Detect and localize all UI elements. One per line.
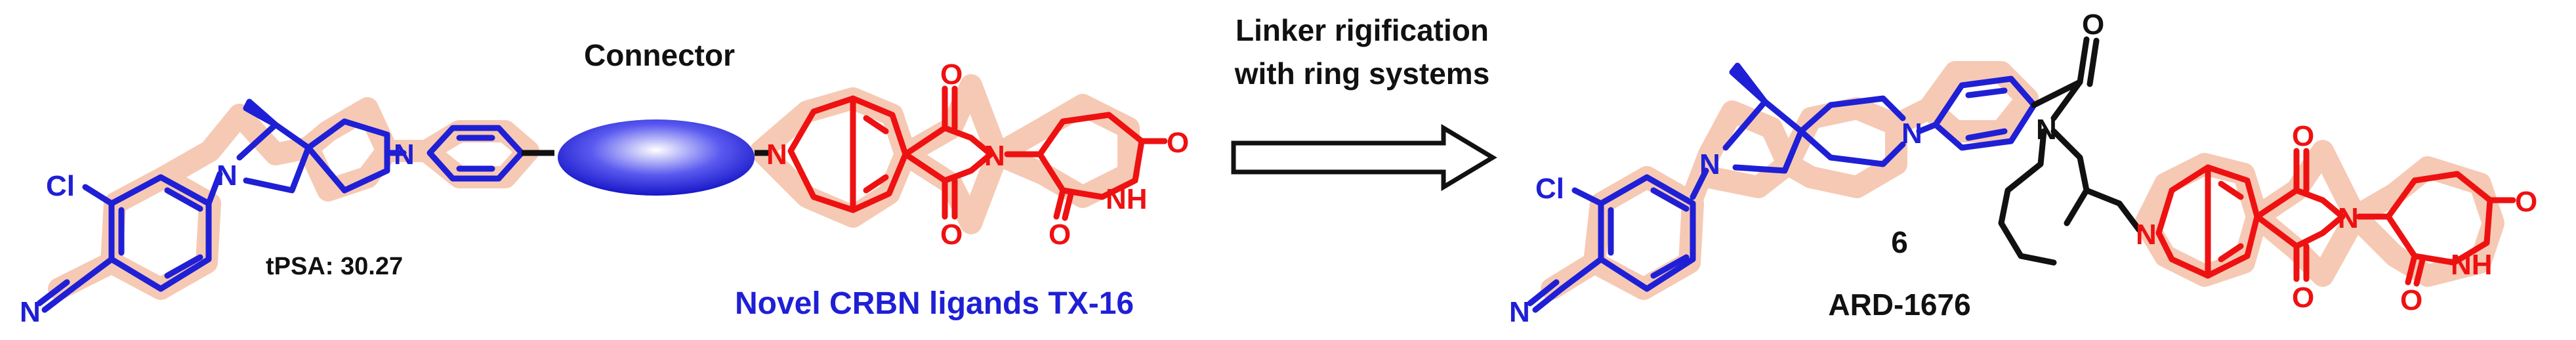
left-molecule: Cl N N N N N O O O O NH	[20, 58, 1189, 328]
compound-name: ARD-1676	[1828, 287, 1970, 322]
glutarimide-nh: NH	[1106, 183, 1148, 215]
piperidine-nitrogen-atom: N	[394, 138, 415, 171]
ar-ligand-bonds	[36, 98, 525, 313]
crbn-ligand-bonds	[787, 85, 1168, 221]
imide-oxygen-top: O	[940, 58, 963, 91]
amide-nitrogen-atom: N	[2036, 114, 2057, 146]
imide-nitrogen-atom: N	[984, 140, 1005, 172]
right-linker-bonds	[1998, 36, 2142, 266]
nitrile-nitrogen-atom: N	[20, 296, 41, 328]
right-molecule: Cl N N N O N N N O O O O NH	[1509, 9, 2537, 328]
right-nitrile-nitrogen-atom: N	[1509, 296, 1530, 328]
connector-label: Connector	[584, 38, 735, 72]
right-piperidine-nitrogen-atom: N	[1901, 117, 1922, 150]
novel-crbn-ligands-label: Novel CRBN ligands TX-16	[735, 286, 1134, 321]
compound-number: 6	[1891, 225, 1908, 259]
isoindoline-nitrogen-atom: N	[766, 138, 787, 171]
right-chloro-atom: Cl	[1535, 173, 1564, 205]
right-glutarimide-nh: NH	[2451, 249, 2493, 281]
chloro-atom: Cl	[46, 170, 75, 202]
glutarimide-oxygen-right: O	[1167, 127, 1189, 159]
right-imide-oxygen-bottom: O	[2292, 282, 2314, 314]
right-crbn-ligand-bonds	[2155, 148, 2516, 287]
glutarimide-oxygen-bottom: O	[1049, 219, 1071, 251]
right-isoindoline-nitrogen-atom: N	[2136, 219, 2157, 251]
right-imide-nitrogen-atom: N	[2338, 202, 2359, 234]
arrow-label-line2: with ring systems	[1234, 56, 1490, 91]
right-pyrrolidine-nitrogen-atom: N	[1699, 148, 1720, 181]
tpsa-label: tPSA: 30.27	[266, 253, 403, 280]
amide-oxygen-atom: O	[2082, 9, 2104, 41]
arrow-label-line1: Linker rigification	[1236, 13, 1489, 47]
right-imide-oxygen-top: O	[2292, 120, 2314, 152]
right-glutarimide-oxygen-bottom: O	[2400, 284, 2422, 316]
pyrrolidine-nitrogen-atom: N	[217, 159, 238, 192]
connector-oval	[558, 119, 755, 196]
right-glutarimide-oxygen-right: O	[2515, 186, 2537, 218]
imide-oxygen-bottom: O	[940, 219, 963, 251]
transformation-arrow	[1231, 123, 1497, 192]
